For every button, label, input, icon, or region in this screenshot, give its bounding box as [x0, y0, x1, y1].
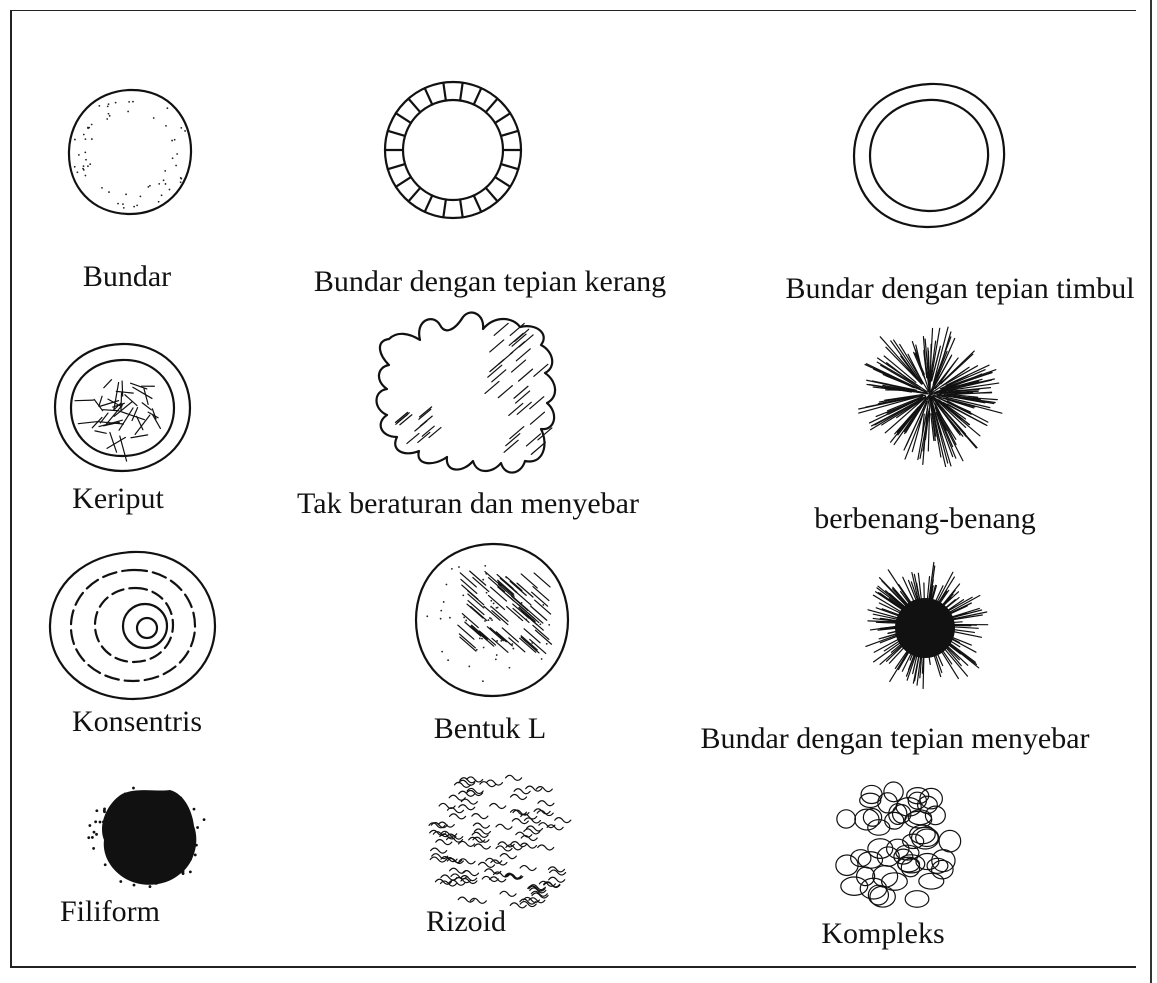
caption: Keriput — [72, 482, 164, 516]
complex-colony-icon — [815, 770, 975, 920]
irregular-spreading-colony-icon — [345, 305, 580, 480]
caption: berbenang-benang — [814, 502, 1036, 536]
caption: Bundar dengan tepian menyebar — [700, 722, 1089, 756]
caption: Filiform — [60, 895, 160, 929]
caption: Bundar — [83, 260, 171, 294]
concentric-colony-icon — [45, 548, 220, 703]
caption: Kompleks — [821, 917, 944, 951]
rhizoid-colony-icon — [412, 765, 572, 920]
spreading-edge-colony-icon — [860, 560, 990, 690]
filiform-colony-icon — [82, 782, 212, 892]
caption: Bundar dengan tepian kerang — [314, 265, 666, 299]
filamentous-colony-icon — [855, 322, 1005, 467]
wrinkled-colony-icon — [50, 340, 195, 475]
caption: Bundar dengan tepian timbul — [785, 272, 1134, 306]
raised-edge-colony-icon — [848, 80, 1010, 232]
page-edge — [1150, 0, 1152, 983]
caption: Bentuk L — [434, 712, 547, 746]
scalloped-edge-colony-icon — [378, 75, 528, 225]
caption: Tak beraturan dan menyebar — [297, 487, 639, 521]
caption: Rizoid — [426, 905, 506, 939]
round-colony-icon — [60, 85, 200, 220]
caption: Konsentris — [72, 705, 202, 739]
l-form-colony-icon — [412, 540, 572, 700]
